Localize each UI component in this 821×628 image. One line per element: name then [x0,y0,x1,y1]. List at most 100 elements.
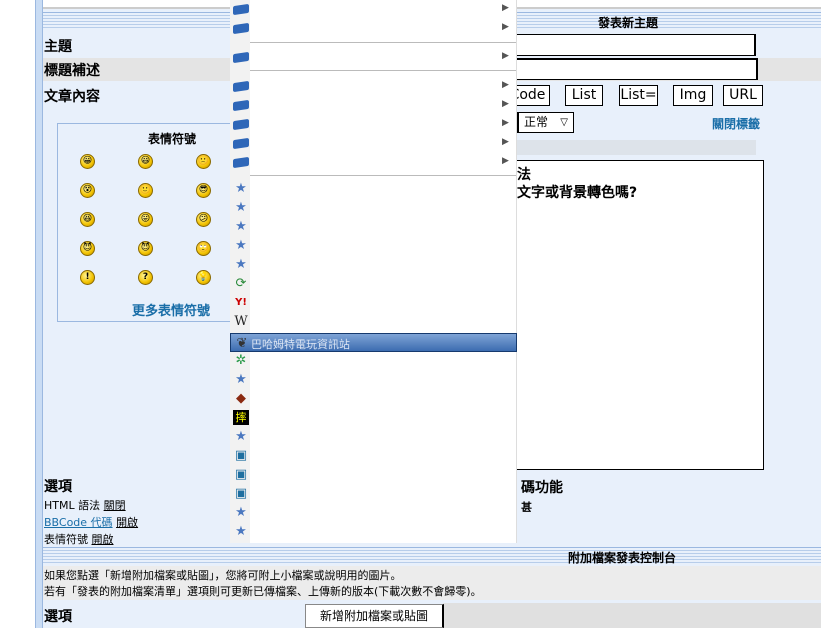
gear-icon: ✲ [235,353,247,368]
star-icon: ★ [235,219,247,234]
submenu-arrow-icon: ▶ [502,80,509,90]
doc-icon: ▣ [234,467,248,482]
folder-icon [233,3,249,16]
folder-icon [233,99,249,112]
submenu-arrow-icon: ▶ [502,51,509,61]
folder-icon [233,137,249,150]
emoticon-2[interactable]: 🙁 [196,154,211,169]
menu-item[interactable]: ★ [230,370,517,389]
emoticon-12[interactable]: ! [80,270,95,285]
left-border [35,0,43,628]
menu-item[interactable]: ★ [230,255,517,274]
attach-options-label: 選項 [44,609,72,625]
textarea-line-1: 法 [517,167,531,183]
menu-item[interactable]: ▶ [230,77,517,96]
folder-icon [233,118,249,131]
menu-item[interactable]: ▣ [230,446,517,465]
menu-item[interactable]: ★ [230,179,517,198]
star-icon: ★ [235,524,247,539]
list-button[interactable]: List [565,85,603,106]
submenu-arrow-icon: ▶ [502,137,509,147]
menu-item[interactable]: ▶ [230,48,517,67]
menu-item[interactable]: ★ [230,522,517,541]
options-list: HTML 語法 關閉 BBCode 代碼 開啟 表情符號 開啟 [44,497,138,548]
font-size-select[interactable]: 正常▽ [517,112,574,133]
menu-item[interactable]: Y! [230,293,517,312]
bbcode-link[interactable]: BBCode 代碼 [44,516,113,529]
star-icon: ★ [235,200,247,215]
menu-item[interactable]: ⟳ [230,274,517,293]
menu-item[interactable]: ▶ [230,115,517,134]
menu-separator [250,70,516,71]
menu-item[interactable]: ◆ [230,389,517,408]
emoticon-3[interactable]: 😵 [80,183,95,198]
emoticon-4[interactable]: 🙂 [138,183,153,198]
content-label: 文章內容 [44,89,100,105]
attach-info: 如果您點選「新增附加檔案或貼圖」，您將可附上小檔案或說明用的圖片。 若有「發表的… [43,566,821,600]
attach-line-1: 如果您點選「新增附加檔案或貼圖」，您將可附上小檔案或說明用的圖片。 [44,569,402,582]
list-equals-button[interactable]: List= [619,85,658,106]
emoticon-5[interactable]: 😎 [196,183,211,198]
menu-item[interactable]: ▶ [230,19,517,38]
smilies-status-link[interactable]: 開啟 [91,533,114,546]
menu-item[interactable]: ▶ [230,134,517,153]
star-icon: ★ [235,429,247,444]
emoticon-7[interactable]: 😛 [138,212,153,227]
menu-item[interactable]: ▣ [230,465,517,484]
submenu-arrow-icon: ▶ [502,99,509,109]
menu-item[interactable]: 摔 [230,408,517,427]
bbcode-status-link[interactable]: 開啟 [116,516,139,529]
menu-item[interactable]: ★ [230,217,517,236]
emoticon-1[interactable]: 😃 [138,154,153,169]
star-icon: ★ [235,181,247,196]
emoticon-10[interactable]: 😈 [138,241,153,256]
feed-icon: ⟳ [235,276,247,291]
folder-icon [233,22,249,35]
submenu-arrow-icon: ▶ [502,3,509,13]
emoticon-title: 表情符號 [148,132,197,146]
star-icon: ★ [235,505,247,520]
menu-item[interactable]: ▶ [230,0,517,19]
url-button[interactable]: URL [723,85,763,106]
tag-icon: 摔 [233,410,249,425]
menu-item[interactable]: ★ [230,236,517,255]
menu-item[interactable]: ✲ [230,351,517,370]
menu-item[interactable]: ▶ [230,96,517,115]
menu-separator [250,175,516,176]
star-icon: ★ [235,257,247,272]
img-button[interactable]: Img [673,85,713,106]
menu-item[interactable]: ★ [230,427,517,446]
html-status-link[interactable]: 關閉 [103,499,126,512]
html-label: HTML 語法 [44,499,101,512]
menu-item[interactable]: ▣ [230,484,517,503]
emoticon-14[interactable]: 💡 [196,270,211,285]
emoticon-6[interactable]: 😆 [80,212,95,227]
emoticon-11[interactable]: 🙄 [196,241,211,256]
menu-separator [250,42,516,43]
emoticon-panel: 表情符號 😀 😃 🙁 😵 🙂 😎 😆 😛 😕 😈 😈 🙄!? 💡 更多表情符號 [57,123,247,322]
options-right-heading: 碼功能 [521,480,563,496]
close-tags-link[interactable]: 關閉標籤 [712,117,761,131]
submenu-arrow-icon: ▶ [502,22,509,32]
dropdown-icon: ▽ [560,117,568,128]
game-icon: ◆ [236,391,246,406]
emoticon-8[interactable]: 😕 [196,212,211,227]
more-emoticons-link[interactable]: 更多表情符號 [132,304,211,319]
emoticon-9[interactable]: 😈 [80,241,95,256]
message-textarea[interactable]: 法 文字或背景轉色嗎? [500,160,764,470]
attach-line-2: 若有「發表的附加檔案清單」選項則可更新已傳檔案、上傳新的版本(下載次數不會歸零)… [44,585,482,598]
bahamut-icon: ❦ [236,336,248,351]
code-button[interactable]: Code [506,85,550,106]
smilies-label: 表情符號 [44,533,88,546]
menu-icon-gutter [230,0,250,543]
doc-icon: ▣ [234,448,248,463]
add-attachment-button[interactable]: 新增附加檔案或貼圖 [305,604,444,628]
menu-item[interactable]: ★ [230,198,517,217]
emoticon-13[interactable]: ? [138,270,153,285]
menu-item[interactable]: ▶ [230,153,517,172]
menu-item[interactable]: W [230,312,517,331]
menu-item[interactable]: ★ [230,503,517,522]
emoticon-0[interactable]: 😀 [80,154,95,169]
menu-item-highlighted[interactable]: ❦巴哈姆特電玩資訊站 [230,333,517,352]
subtitle-label: 標題補述 [44,63,100,79]
